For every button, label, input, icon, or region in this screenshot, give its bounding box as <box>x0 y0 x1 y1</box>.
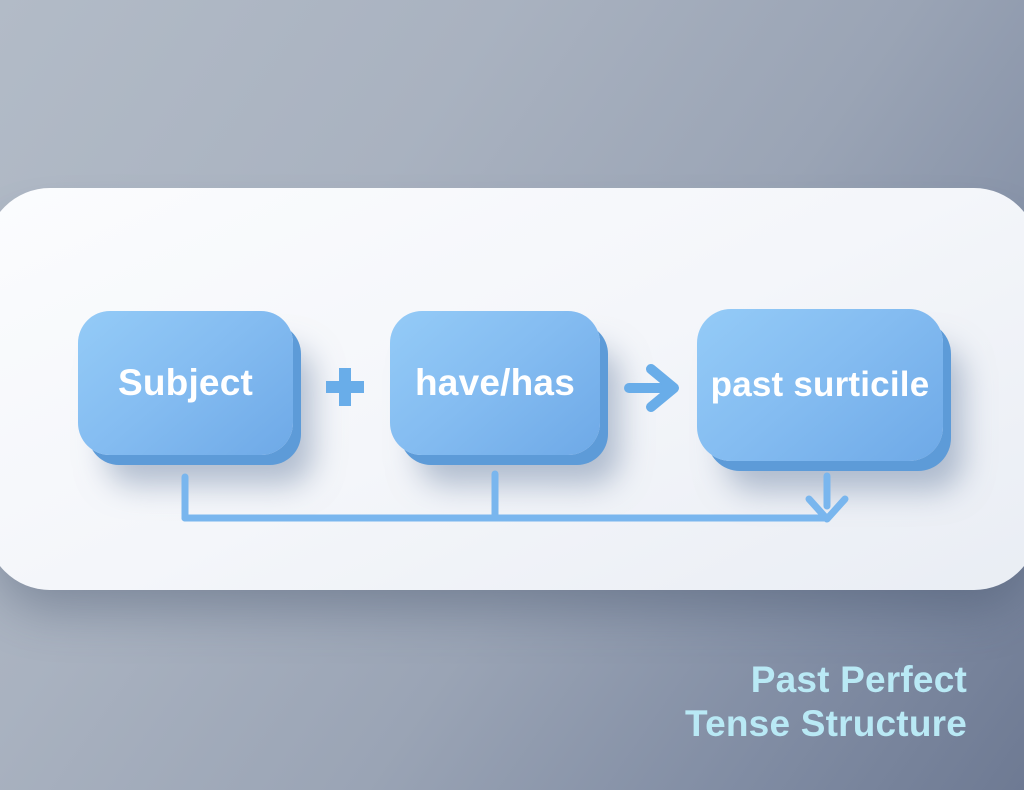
flow-box-auxiliary: have/has <box>390 311 600 455</box>
flow-box-subject-label: Subject <box>117 362 254 403</box>
flow-box-subject: Subject <box>78 311 293 455</box>
flow-box-participle-label: past surticile <box>710 365 930 404</box>
diagram-title-line1: Past Perfect <box>750 659 967 700</box>
flow-box-auxiliary-label: have/has <box>415 362 575 403</box>
diagram-title-line2: Tense Structure <box>685 703 967 744</box>
flow-box-participle: past surticile <box>697 309 943 461</box>
diagram-title: Past Perfect Tense Structure <box>685 658 967 746</box>
